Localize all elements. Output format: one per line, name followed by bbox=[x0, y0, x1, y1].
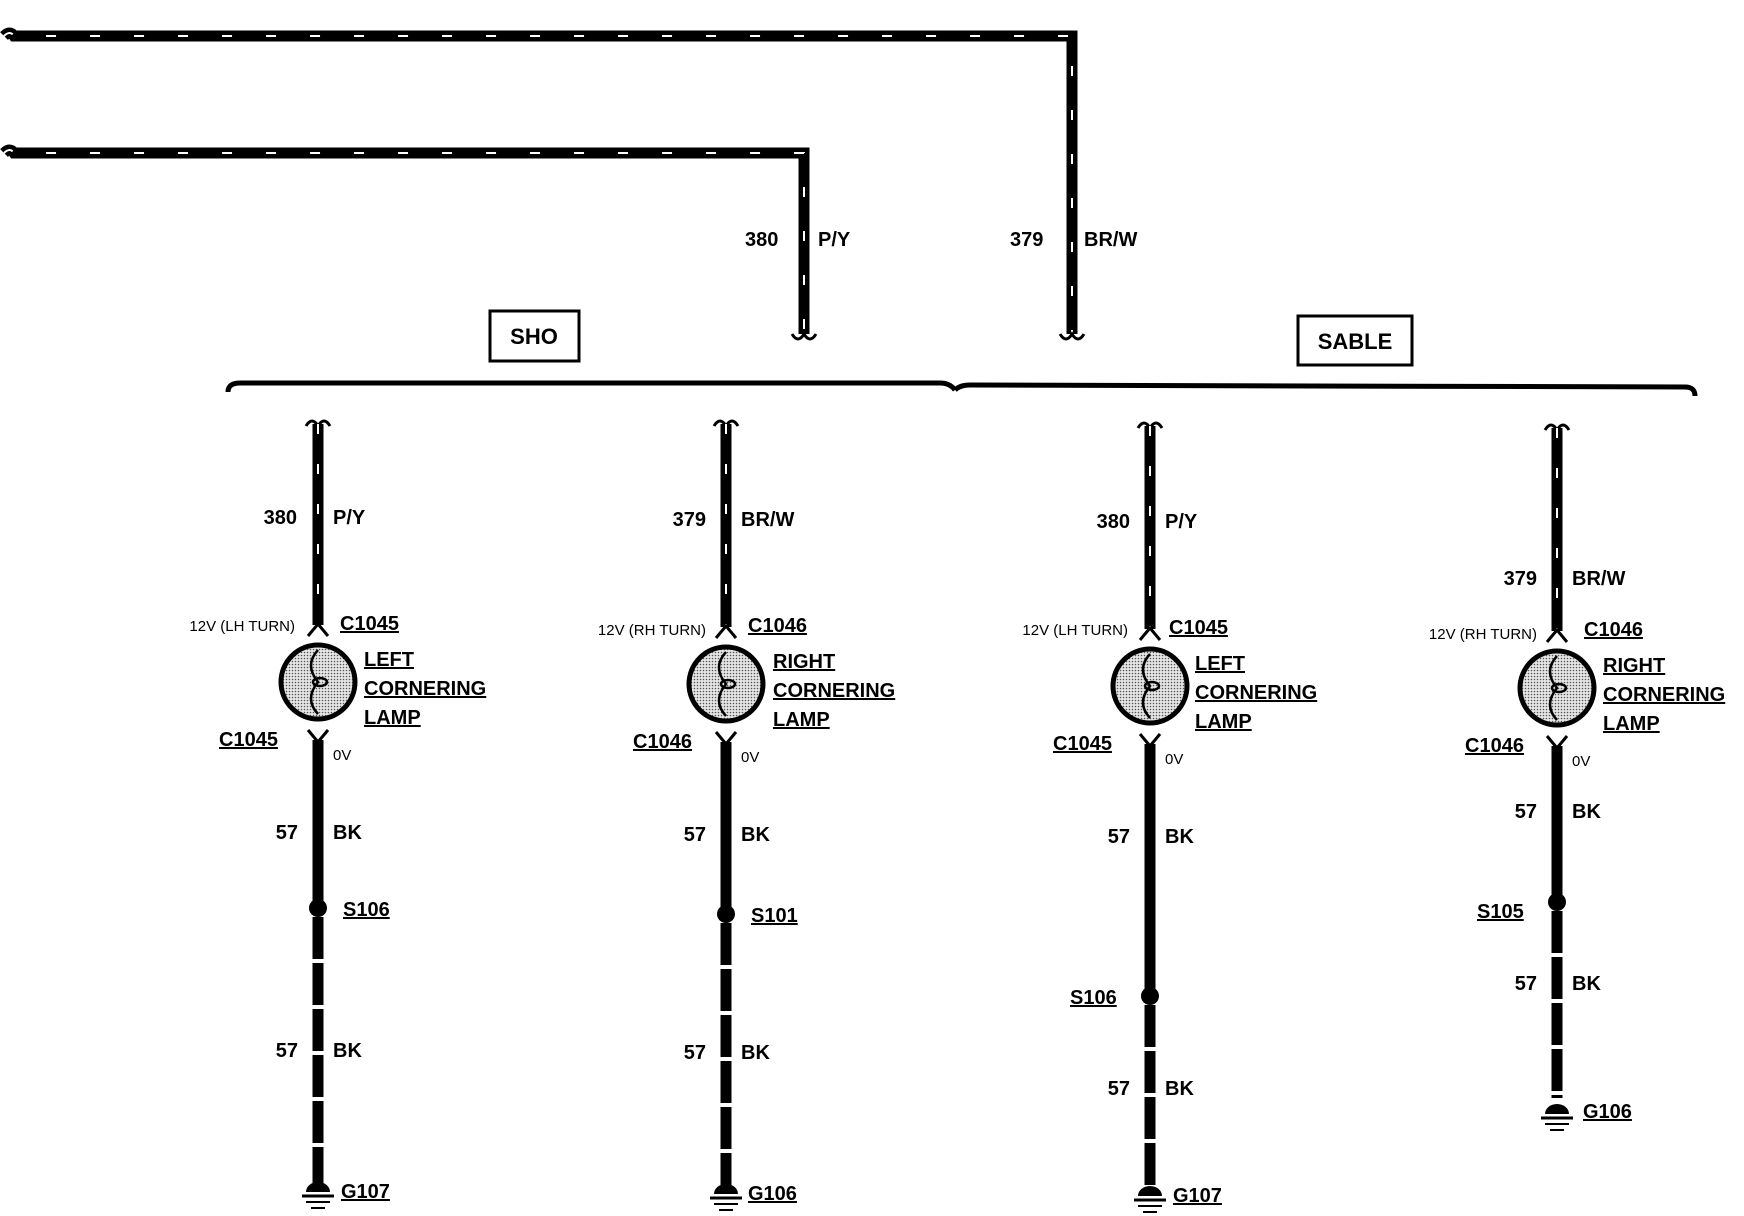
feed-379-circuit: 379 bbox=[1010, 229, 1043, 251]
connector-symbol bbox=[1138, 625, 1162, 641]
lamp-name-line2: CORNERING bbox=[773, 680, 895, 702]
feed-wire bbox=[304, 419, 332, 625]
ground-label: G107 bbox=[1173, 1185, 1222, 1207]
ground-label: G107 bbox=[341, 1181, 390, 1203]
lamp-name-line2: CORNERING bbox=[1195, 682, 1317, 704]
sable-variant-bracket: SABLE bbox=[953, 314, 1698, 397]
lamp-name-line2: CORNERING bbox=[1603, 684, 1725, 706]
ground-voltage: 0V bbox=[741, 749, 759, 766]
lamp-name-line1: RIGHT bbox=[1603, 655, 1665, 677]
voltage-label: 12V (RH TURN) bbox=[598, 622, 706, 639]
splice-dot bbox=[1141, 987, 1159, 1005]
ground-voltage: 0V bbox=[1165, 751, 1183, 768]
lamp-name-line1: LEFT bbox=[1195, 653, 1245, 675]
ground-icon bbox=[710, 1184, 742, 1211]
connector-label: C1045 bbox=[340, 613, 399, 635]
feed-circuit: 379 bbox=[1504, 568, 1537, 590]
feed-color: BR/W bbox=[1572, 568, 1625, 590]
connector-symbol bbox=[1545, 627, 1569, 643]
voltage-label: 12V (RH TURN) bbox=[1429, 626, 1537, 643]
feed-wire bbox=[1543, 423, 1571, 631]
connector-label: C1046 bbox=[748, 615, 807, 637]
ground-color-1: BK bbox=[1572, 801, 1601, 823]
lamp-icon bbox=[1110, 646, 1190, 726]
ground-label: G106 bbox=[1583, 1101, 1632, 1123]
feed-wire-379 bbox=[0, 27, 1086, 341]
ground-color-2: BK bbox=[741, 1042, 770, 1064]
sable-label: SABLE bbox=[1318, 329, 1393, 354]
splice-label: S106 bbox=[1070, 987, 1117, 1009]
ground-circuit-2: 57 bbox=[276, 1040, 298, 1062]
lamp-icon bbox=[686, 644, 766, 724]
feed-wire-380 bbox=[0, 144, 818, 341]
feed-color: BR/W bbox=[741, 509, 794, 531]
ground-label: G106 bbox=[748, 1183, 797, 1205]
sho-label: SHO bbox=[510, 324, 558, 349]
connector-label-lower: C1045 bbox=[219, 729, 278, 751]
feed-color: P/Y bbox=[1165, 511, 1198, 533]
feed-wire bbox=[712, 419, 740, 627]
voltage-label: 12V (LH TURN) bbox=[189, 618, 295, 635]
ground-color-2: BK bbox=[333, 1040, 362, 1062]
ground-icon bbox=[1134, 1186, 1166, 1213]
voltage-label: 12V (LH TURN) bbox=[1022, 622, 1128, 639]
ground-circuit-2: 57 bbox=[684, 1042, 706, 1064]
feed-color: P/Y bbox=[333, 507, 366, 529]
ground-circuit-1: 57 bbox=[276, 822, 298, 844]
ground-circuit-1: 57 bbox=[684, 824, 706, 846]
connector-symbol bbox=[714, 623, 738, 639]
feed-380-color: P/Y bbox=[818, 229, 851, 251]
branch-sable-left: 380 P/Y 12V (LH TURN) C1045 LEFT CORNERI… bbox=[1022, 421, 1317, 1213]
branch-sable-right: 379 BR/W 12V (RH TURN) C1046 RIGHT CORNE… bbox=[1429, 423, 1725, 1131]
splice-label: S106 bbox=[343, 899, 390, 921]
ground-icon bbox=[1541, 1104, 1573, 1131]
ground-voltage: 0V bbox=[333, 747, 351, 764]
ground-color-2: BK bbox=[1572, 973, 1601, 995]
lamp-name-line1: RIGHT bbox=[773, 651, 835, 673]
ground-color-1: BK bbox=[1165, 826, 1194, 848]
ground-color-2: BK bbox=[1165, 1078, 1194, 1100]
splice-dot bbox=[717, 905, 735, 923]
splice-dot bbox=[1548, 893, 1566, 911]
ground-circuit-2: 57 bbox=[1108, 1078, 1130, 1100]
connector-symbol bbox=[306, 621, 330, 637]
lamp-name-line1: LEFT bbox=[364, 649, 414, 671]
feed-380-circuit: 380 bbox=[745, 229, 778, 251]
splice-label: S101 bbox=[751, 905, 798, 927]
lamp-name-line3: LAMP bbox=[1603, 713, 1660, 735]
feed-circuit: 379 bbox=[673, 509, 706, 531]
ground-voltage: 0V bbox=[1572, 753, 1590, 770]
ground-icon bbox=[302, 1182, 334, 1209]
connector-label-lower: C1046 bbox=[1465, 735, 1524, 757]
branch-sho-right: 379 BR/W 12V (RH TURN) C1046 RIGHT CORNE… bbox=[598, 419, 895, 1211]
feed-circuit: 380 bbox=[264, 507, 297, 529]
feed-circuit: 380 bbox=[1097, 511, 1130, 533]
lamp-icon bbox=[1517, 648, 1597, 728]
ground-color-1: BK bbox=[333, 822, 362, 844]
connector-label-lower: C1046 bbox=[633, 731, 692, 753]
lamp-name-line3: LAMP bbox=[1195, 711, 1252, 733]
connector-label: C1045 bbox=[1169, 617, 1228, 639]
splice-label: S105 bbox=[1477, 901, 1524, 923]
lamp-name-line3: LAMP bbox=[364, 707, 421, 729]
feed-379-color: BR/W bbox=[1084, 229, 1137, 251]
lamp-name-line2: CORNERING bbox=[364, 678, 486, 700]
ground-circuit-1: 57 bbox=[1515, 801, 1537, 823]
lamp-icon bbox=[278, 642, 358, 722]
splice-dot bbox=[309, 899, 327, 917]
ground-color-1: BK bbox=[741, 824, 770, 846]
lamp-name-line3: LAMP bbox=[773, 709, 830, 731]
branch-sho-left: 380 P/Y 12V (LH TURN) C1045 LEFT CORNERI… bbox=[189, 419, 486, 1209]
connector-label-lower: C1045 bbox=[1053, 733, 1112, 755]
feed-wire bbox=[1136, 421, 1164, 629]
ground-circuit-2: 57 bbox=[1515, 973, 1537, 995]
sho-variant-bracket: SHO bbox=[225, 309, 958, 393]
connector-label: C1046 bbox=[1584, 619, 1643, 641]
ground-circuit-1: 57 bbox=[1108, 826, 1130, 848]
